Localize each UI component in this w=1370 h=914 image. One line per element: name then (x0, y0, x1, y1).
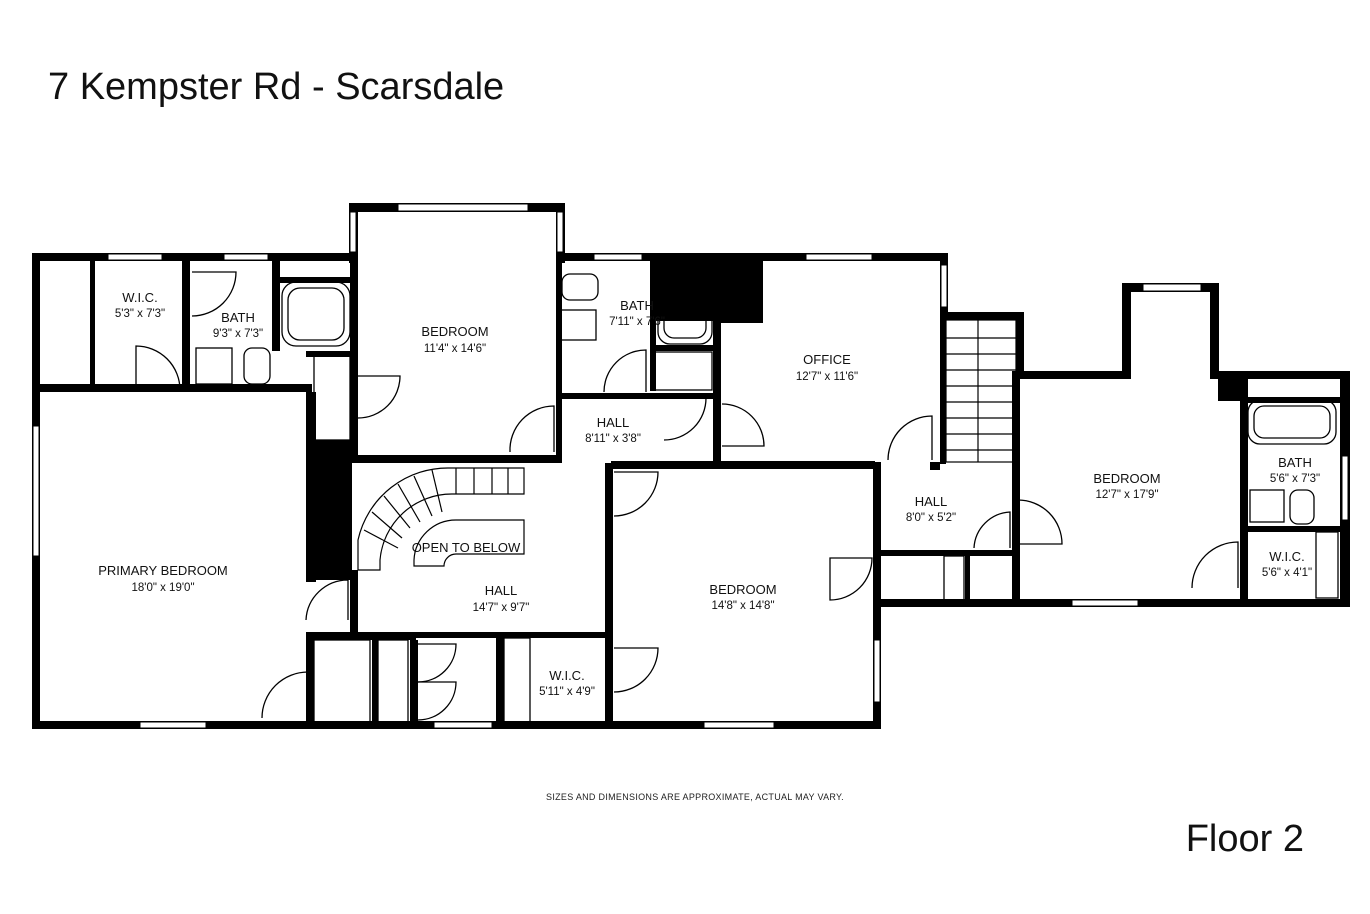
walls (32, 203, 1350, 729)
room-dims: 9'3" x 7'3" (213, 328, 263, 340)
room-label-bath3: BATH 5'6" x 7'3" (1270, 455, 1320, 485)
room-label-bedroom1: BEDROOM 11'4" x 14'6" (421, 324, 488, 355)
room-label-hall1: HALL 8'11" x 3'8" (585, 415, 641, 445)
room-name: W.I.C. (1269, 549, 1304, 564)
room-name: HALL (915, 494, 948, 509)
room-name: OFFICE (803, 352, 851, 367)
room-name: BEDROOM (1093, 471, 1160, 486)
room-label-hall2: HALL 14'7" x 9'7" (473, 583, 530, 614)
room-name: BATH (1278, 455, 1312, 470)
room-label-wic3: W.I.C. 5'6" x 4'1" (1262, 549, 1312, 579)
room-label-bath2: BATH 7'11" x 7'6" (609, 298, 665, 328)
room-dims: 5'3" x 7'3" (115, 308, 165, 320)
room-name: BATH (221, 310, 255, 325)
room-name: PRIMARY BEDROOM (98, 563, 228, 578)
floor-label: Floor 2 (1185, 818, 1304, 860)
room-name: BEDROOM (421, 324, 488, 339)
room-label-open: OPEN TO BELOW (412, 540, 521, 555)
closets (313, 355, 1339, 725)
room-dims: 12'7" x 11'6" (796, 371, 858, 383)
staircase (357, 319, 1017, 571)
room-label-wic2: W.I.C. 5'11" x 4'9" (539, 668, 595, 698)
room-label-primary: PRIMARY BEDROOM 18'0" x 19'0" (98, 563, 228, 594)
room-label-wic1: W.I.C. 5'3" x 7'3" (115, 290, 165, 320)
disclaimer: SIZES AND DIMENSIONS ARE APPROXIMATE, AC… (546, 792, 844, 802)
room-dims: 8'11" x 3'8" (585, 433, 641, 445)
room-name: BEDROOM (709, 582, 776, 597)
room-name: BATH (620, 298, 654, 313)
fixtures (195, 273, 1337, 525)
room-name: HALL (597, 415, 630, 430)
room-dims: 7'11" x 7'6" (609, 316, 665, 328)
window-openings (32, 203, 1349, 729)
room-label-bedroom3: BEDROOM 12'7" x 17'9" (1093, 471, 1160, 501)
room-dims: 8'0" x 5'2" (906, 512, 956, 524)
room-dims: 14'7" x 9'7" (473, 602, 530, 614)
room-dims: 18'0" x 19'0" (131, 582, 194, 594)
room-label-hall3: HALL 8'0" x 5'2" (906, 494, 956, 524)
page-title: 7 Kempster Rd - Scarsdale (48, 66, 505, 108)
room-name: W.I.C. (122, 290, 157, 305)
room-dims: 11'4" x 14'6" (424, 343, 486, 355)
room-dims: 14'8" x 14'8" (711, 600, 774, 612)
doors (135, 271, 1239, 721)
room-name: HALL (485, 583, 518, 598)
room-dims: 12'7" x 17'9" (1095, 489, 1158, 501)
room-name: OPEN TO BELOW (412, 540, 521, 555)
room-dims: 5'6" x 7'3" (1270, 473, 1320, 485)
room-dims: 5'11" x 4'9" (539, 686, 595, 698)
room-label-bath1: BATH 9'3" x 7'3" (213, 310, 263, 340)
room-label-office: OFFICE 12'7" x 11'6" (796, 352, 858, 383)
room-label-bedroom2: BEDROOM 14'8" x 14'8" (709, 582, 776, 612)
room-dims: 5'6" x 4'1" (1262, 567, 1312, 579)
room-name: W.I.C. (549, 668, 584, 683)
